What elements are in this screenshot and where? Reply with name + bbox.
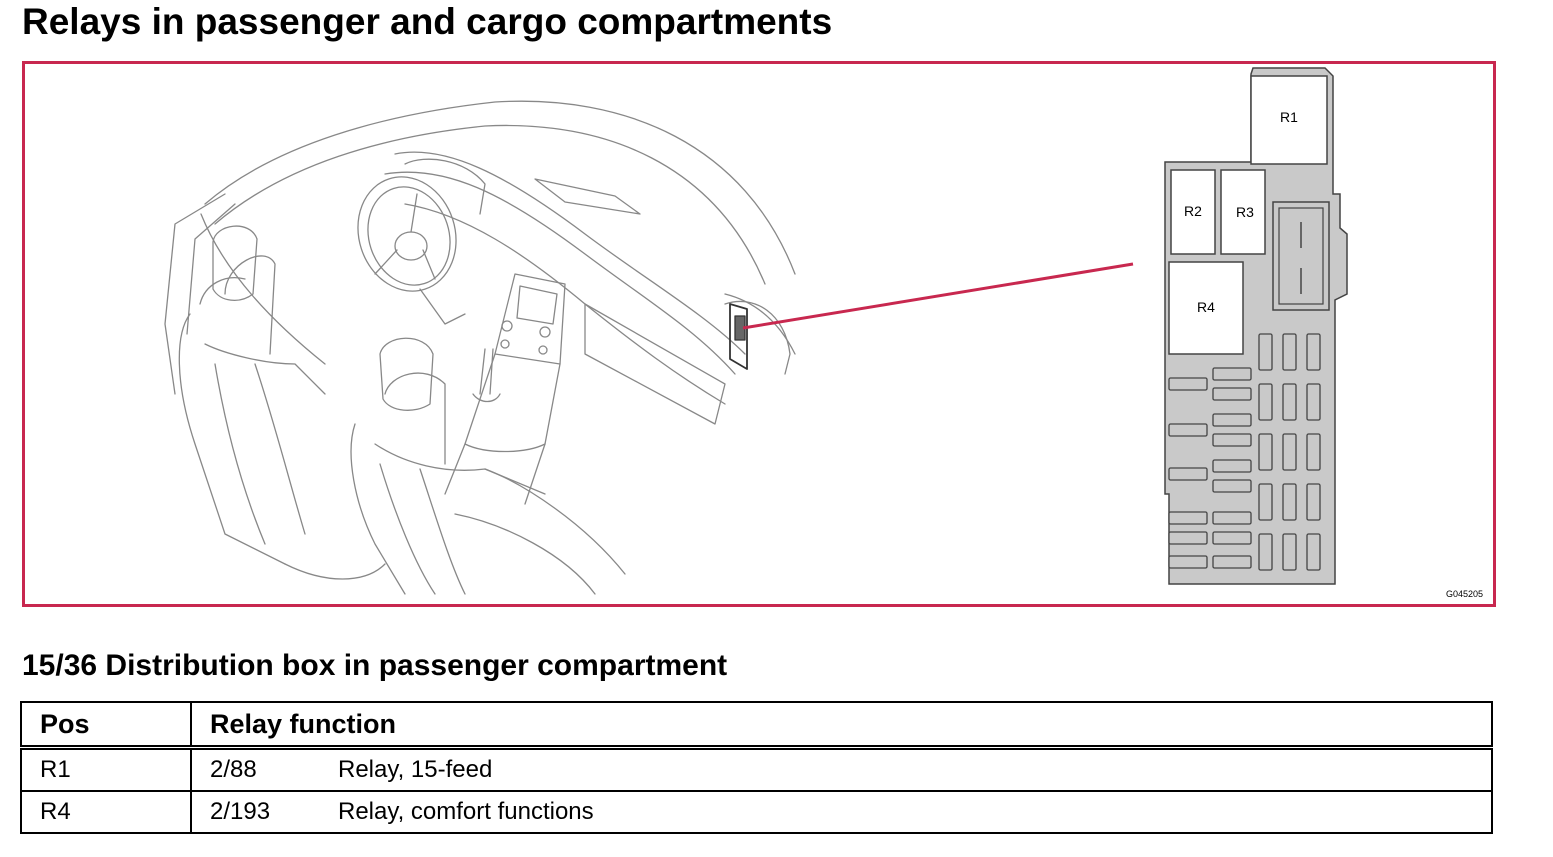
relay-label-r4: R4	[1197, 299, 1215, 315]
fuse-slot	[1168, 423, 1208, 437]
fuse-slot	[1282, 333, 1297, 371]
cell-code: 2/88	[210, 756, 257, 783]
section-title: 15/36 Distribution box in passenger comp…	[22, 649, 728, 682]
fuse-slot	[1212, 413, 1252, 427]
cell-description: Relay, 15-feed	[338, 756, 493, 783]
fuse-slot	[1168, 555, 1208, 569]
callout-line	[742, 262, 1134, 330]
fuse-slot	[1168, 511, 1208, 525]
relay-label-r1: R1	[1280, 109, 1298, 125]
fuse-slot	[1212, 367, 1252, 381]
header-relay-function: Relay function	[190, 701, 1493, 750]
fuse-slot	[1282, 533, 1297, 571]
car-interior-illustration	[164, 100, 796, 595]
table-header-row: Pos Relay function	[20, 701, 1493, 750]
fuse-slot	[1258, 333, 1273, 371]
fuse-slot	[1258, 383, 1273, 421]
fuse-slot	[1258, 433, 1273, 471]
relay-r1	[1250, 75, 1328, 165]
cell-pos: R1	[20, 746, 192, 792]
fuse-slot	[1212, 459, 1252, 473]
header-pos: Pos	[20, 701, 192, 750]
fuse-slot	[1168, 377, 1208, 391]
cell-function: 2/193 Relay, comfort functions	[190, 790, 1493, 834]
fuse-slot	[1258, 533, 1273, 571]
fuse-slot	[1212, 555, 1252, 569]
fuse-slots	[1168, 333, 1321, 571]
table-row: R4 2/193 Relay, comfort functions	[20, 790, 1493, 834]
diagram-frame: R1 R2 R3 R4 G045205	[22, 61, 1496, 607]
fuse-slot	[1282, 483, 1297, 521]
fuse-slot	[1282, 383, 1297, 421]
fuse-slot	[1306, 483, 1321, 521]
cell-description: Relay, comfort functions	[338, 798, 594, 825]
relay-r4	[1168, 261, 1244, 355]
relay-label-r2: R2	[1184, 203, 1202, 219]
fuse-slot	[1212, 479, 1252, 493]
fuse-slot	[1212, 531, 1252, 545]
fuse-slot	[1168, 531, 1208, 545]
cell-pos: R4	[20, 790, 192, 834]
relay-location-diagram: R1 R2 R3 R4 G045205	[164, 67, 1483, 599]
distribution-box	[1164, 67, 1348, 585]
cell-code: 2/193	[210, 798, 271, 825]
table-row: R1 2/88 Relay, 15-feed	[20, 746, 1493, 792]
fuse-slot	[1212, 511, 1252, 525]
fuse-slot	[1306, 333, 1321, 371]
fuse-slot	[1212, 387, 1252, 401]
fuse-slot	[1306, 433, 1321, 471]
fuse-slot	[1282, 433, 1297, 471]
relay-table: Pos Relay function R1 2/88 Relay, 15-feed…	[20, 701, 1493, 834]
cell-function: 2/88 Relay, 15-feed	[190, 746, 1493, 792]
image-code: G045205	[1446, 589, 1483, 599]
relay-label-r3: R3	[1236, 204, 1254, 220]
fuse-slot	[1306, 533, 1321, 571]
relay-r3	[1220, 169, 1266, 255]
relay-r2	[1170, 169, 1216, 255]
fuse-slot	[1306, 383, 1321, 421]
fuse-slot	[1258, 483, 1273, 521]
fuse-slot	[1212, 433, 1252, 447]
page-title: Relays in passenger and cargo compartmen…	[22, 1, 833, 42]
fuse-slot	[1168, 467, 1208, 481]
